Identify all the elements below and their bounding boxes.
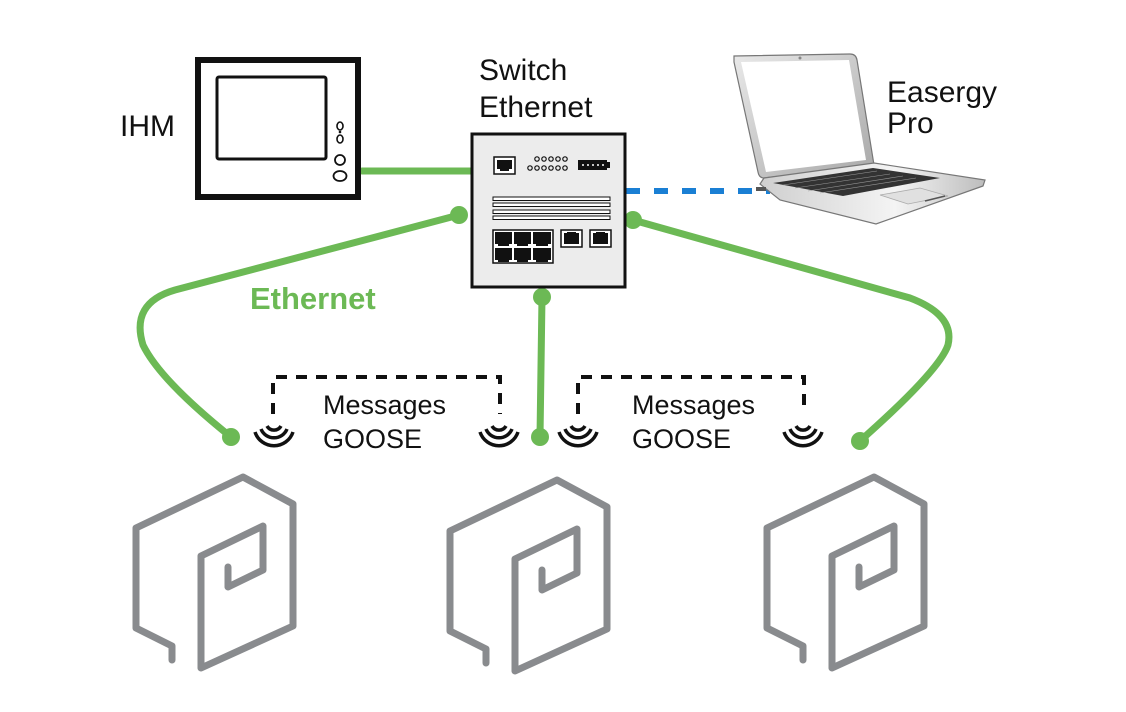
- goose-left-label-line2: GOOSE: [323, 424, 422, 454]
- signal-icon: [253, 424, 295, 448]
- protection-relay-icon: [767, 477, 924, 668]
- signal-icon: [782, 424, 824, 448]
- protection-relay-icon: [136, 477, 293, 668]
- goose-right-label-line1: Messages: [632, 390, 755, 420]
- port-dot-switch-bottom: [533, 288, 551, 306]
- hmi-label: IHM: [120, 110, 175, 143]
- laptop-label-line1: Easergy: [887, 76, 997, 109]
- protection-relay-icon: [450, 480, 607, 671]
- network-label: Ethernet: [250, 281, 376, 316]
- port-dot-switch-left: [450, 206, 468, 224]
- laptop-label-line2: Pro: [887, 107, 934, 140]
- laptop: [733, 53, 986, 225]
- goose-link-right: [576, 375, 806, 414]
- port-dot-switch-right: [624, 211, 642, 229]
- switch-label-line2: Ethernet: [479, 91, 593, 124]
- goose-link-left: [271, 375, 502, 414]
- signal-icon: [557, 424, 599, 448]
- port-dot-relay1: [222, 428, 240, 446]
- link-switch-relay1: [136, 211, 463, 441]
- link-switch-relay2: [536, 293, 546, 441]
- goose-left-label-line1: Messages: [323, 390, 446, 420]
- link-switch-relay3: [629, 216, 953, 445]
- port-dot-relay2: [531, 428, 549, 446]
- hmi-panel: [195, 57, 361, 200]
- goose-right-label-line2: GOOSE: [632, 424, 731, 454]
- signal-icon: [478, 424, 520, 448]
- switch-label-line1: Switch: [479, 54, 567, 87]
- ethernet-switch: [470, 132, 627, 289]
- port-dot-relay3: [851, 432, 869, 450]
